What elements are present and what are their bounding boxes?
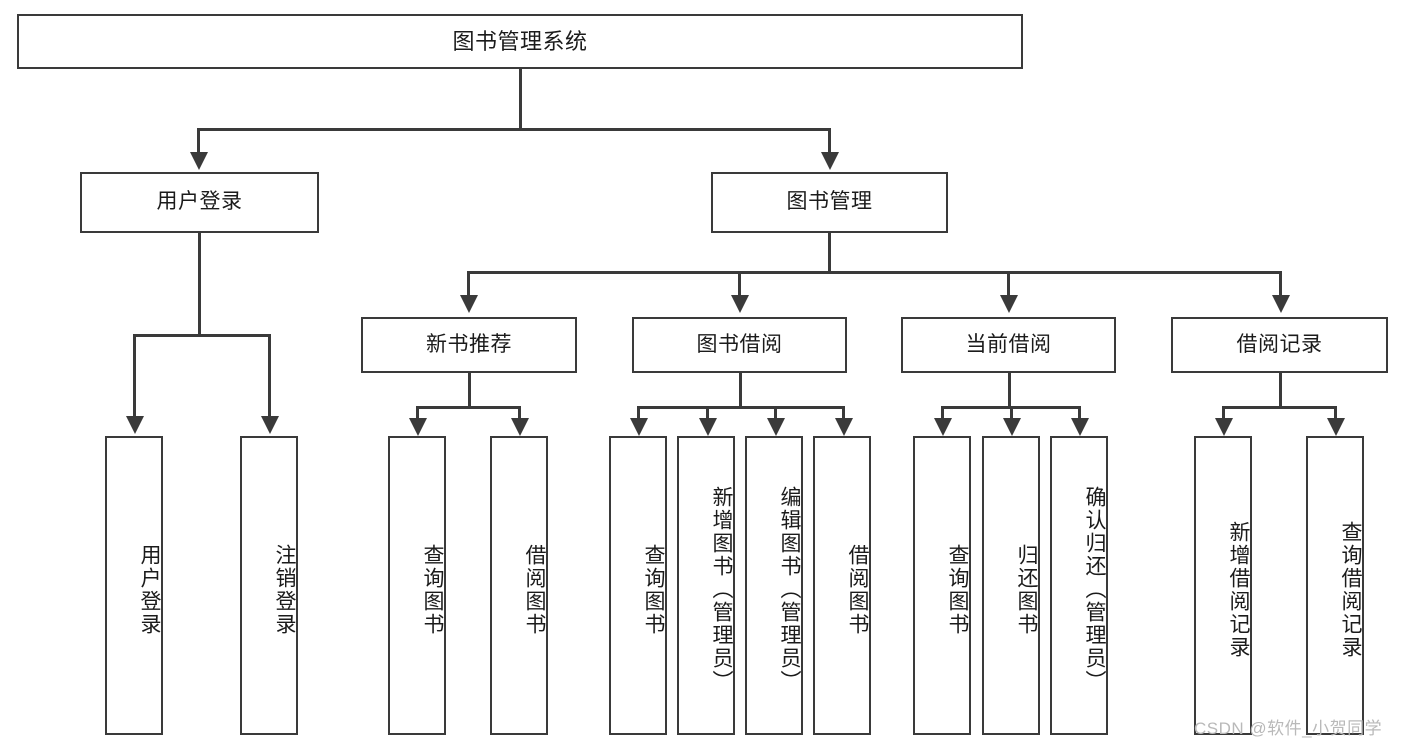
connector-current-leaf2	[1010, 406, 1013, 420]
connector-userlogin-leaf2	[268, 334, 271, 418]
connector-root-bus	[197, 128, 831, 131]
leaf-current-return-book[interactable]: 归还图书	[982, 436, 1040, 735]
connector-record-leaf1	[1222, 406, 1225, 420]
connector-newbook-leaf1	[416, 406, 419, 420]
connector-borrow-leaf2	[706, 406, 709, 420]
arrowhead-current-leaf3	[1071, 418, 1089, 436]
arrowhead-borrow-leaf1	[630, 418, 648, 436]
leaf-current-query-book[interactable]: 查询图书	[913, 436, 971, 735]
node-book-management[interactable]: 图书管理	[711, 172, 948, 233]
arrowhead-current-leaf2	[1003, 418, 1021, 436]
arrowhead-userlogin-leaf2	[261, 416, 279, 434]
node-book-borrow[interactable]: 图书借阅	[632, 317, 847, 373]
leaf-borrow-add-book-admin[interactable]: 新增图书（管理员）	[677, 436, 735, 735]
connector-bookmgmt-to-borrow	[738, 271, 741, 297]
arrowhead-current-leaf1	[934, 418, 952, 436]
connector-bookmgmt-to-record	[1279, 271, 1282, 297]
node-current-borrow[interactable]: 当前借阅	[901, 317, 1116, 373]
connector-borrow-stem	[739, 373, 742, 408]
connector-newbook-stem	[468, 373, 471, 408]
arrowhead-to-bookmgmt	[821, 152, 839, 170]
connector-bookmgmt-to-current	[1007, 271, 1010, 297]
arrowhead-to-borrow	[731, 295, 749, 313]
arrowhead-to-record	[1272, 295, 1290, 313]
arrowhead-borrow-leaf3	[767, 418, 785, 436]
connector-root-to-bookmgmt	[828, 128, 831, 154]
connector-bookmgmt-bus	[467, 271, 1279, 274]
arrowhead-to-newbook	[460, 295, 478, 313]
connector-borrow-leaf3	[774, 406, 777, 420]
leaf-current-confirm-return-admin[interactable]: 确认归还（管理员）	[1050, 436, 1108, 735]
leaf-logout[interactable]: 注销登录	[240, 436, 298, 735]
connector-root-to-userlogin	[197, 128, 200, 154]
csdn-watermark: CSDN @软件_小贺同学	[1194, 719, 1383, 738]
node-user-login[interactable]: 用户登录	[80, 172, 319, 233]
connector-userlogin-leaf1	[133, 334, 136, 418]
leaf-user-login[interactable]: 用户登录	[105, 436, 163, 735]
leaf-borrow-query-book[interactable]: 查询图书	[609, 436, 667, 735]
connector-borrow-bus	[637, 406, 845, 409]
connector-userlogin-stem	[198, 233, 201, 335]
leaf-newbook-borrow-book[interactable]: 借阅图书	[490, 436, 548, 735]
connector-record-bus	[1222, 406, 1337, 409]
arrowhead-newbook-leaf1	[409, 418, 427, 436]
connector-newbook-leaf2	[518, 406, 521, 420]
connector-userlogin-bus	[133, 334, 270, 337]
connector-record-leaf2	[1334, 406, 1337, 420]
arrowhead-record-leaf1	[1215, 418, 1233, 436]
connector-bookmgmt-to-newbook	[467, 271, 470, 297]
leaf-record-add-record[interactable]: 新增借阅记录	[1194, 436, 1252, 735]
connector-borrow-leaf1	[637, 406, 640, 420]
arrowhead-to-userlogin	[190, 152, 208, 170]
leaf-borrow-borrow-book[interactable]: 借阅图书	[813, 436, 871, 735]
arrowhead-userlogin-leaf1	[126, 416, 144, 434]
node-root-system[interactable]: 图书管理系统	[17, 14, 1023, 69]
connector-current-stem	[1008, 373, 1011, 408]
arrowhead-newbook-leaf2	[511, 418, 529, 436]
connector-current-leaf1	[941, 406, 944, 420]
arrowhead-record-leaf2	[1327, 418, 1345, 436]
leaf-newbook-query-book[interactable]: 查询图书	[388, 436, 446, 735]
arrowhead-borrow-leaf4	[835, 418, 853, 436]
connector-root-stem	[519, 69, 522, 129]
arrowhead-to-current	[1000, 295, 1018, 313]
connector-borrow-leaf4	[842, 406, 845, 420]
leaf-record-query-record[interactable]: 查询借阅记录	[1306, 436, 1364, 735]
leaf-borrow-edit-book-admin[interactable]: 编辑图书（管理员）	[745, 436, 803, 735]
node-new-book-recommend[interactable]: 新书推荐	[361, 317, 577, 373]
arrowhead-borrow-leaf2	[699, 418, 717, 436]
connector-current-leaf3	[1078, 406, 1081, 420]
connector-bookmgmt-stem	[828, 233, 831, 273]
connector-record-stem	[1279, 373, 1282, 408]
connector-newbook-bus	[416, 406, 521, 409]
node-borrow-record[interactable]: 借阅记录	[1171, 317, 1388, 373]
